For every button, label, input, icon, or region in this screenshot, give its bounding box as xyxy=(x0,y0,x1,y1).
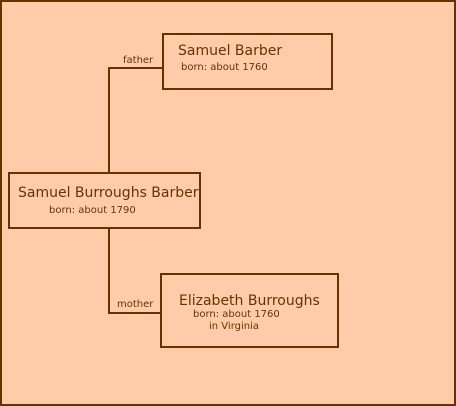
father-relation-label: father xyxy=(123,55,154,66)
mother-connector xyxy=(108,228,161,314)
father-connector xyxy=(108,67,163,172)
mother-name: Elizabeth Burroughs xyxy=(179,293,320,309)
mother-born: born: about 1760 xyxy=(193,309,280,320)
mother-relation-label: mother xyxy=(117,299,154,310)
father-name: Samuel Barber xyxy=(178,43,283,59)
subject-born: born: about 1790 xyxy=(49,205,136,216)
mother-person-box[interactable]: Elizabeth Burroughs born: about 1760 in … xyxy=(160,273,339,348)
father-person-box[interactable]: Samuel Barber born: about 1760 xyxy=(162,33,333,90)
mother-birthplace: in Virginia xyxy=(209,321,259,332)
subject-name: Samuel Burroughs Barber xyxy=(18,185,199,201)
father-born: born: about 1760 xyxy=(181,62,268,73)
subject-person-box[interactable]: Samuel Burroughs Barber born: about 1790 xyxy=(8,172,201,229)
